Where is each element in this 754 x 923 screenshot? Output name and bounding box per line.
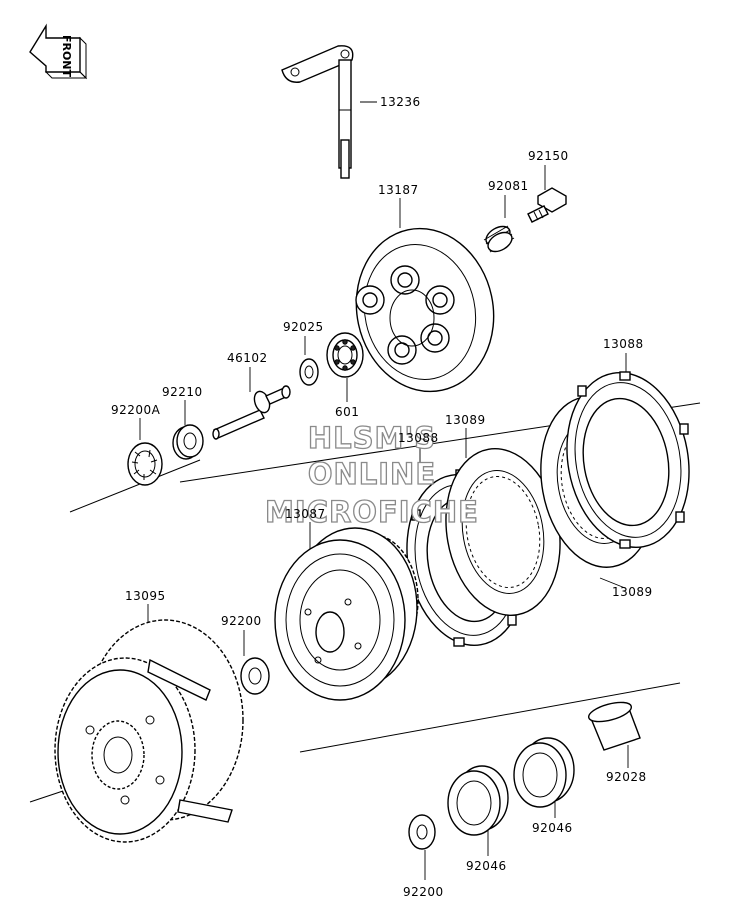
label-92046-upper: 92046 xyxy=(532,821,573,835)
part-13087-clutch-hub xyxy=(274,527,419,701)
part-92046-needle-bearing-upper xyxy=(513,737,575,808)
label-13087: 13087 xyxy=(285,507,326,521)
part-92081-spring xyxy=(483,225,515,253)
watermark-line-3: MICROFICHE xyxy=(265,495,479,529)
watermark: HLSM'S ONLINE MICROFICHE xyxy=(264,420,479,529)
label-92150: 92150 xyxy=(528,149,569,163)
part-92025-washer xyxy=(299,358,319,386)
part-92150-bolt xyxy=(527,187,567,223)
part-601-bearing xyxy=(326,332,364,378)
part-92200a-lock-washer xyxy=(127,442,163,486)
part-92046-needle-bearing-lower xyxy=(447,765,509,836)
label-13187: 13187 xyxy=(378,183,419,197)
part-13095-clutch-housing xyxy=(54,619,244,843)
label-92025: 92025 xyxy=(283,320,324,334)
label-46102: 46102 xyxy=(227,351,268,365)
label-13088-rear: 13088 xyxy=(603,337,644,351)
label-92028: 92028 xyxy=(606,770,647,784)
front-badge-text: FRONT xyxy=(60,35,73,78)
part-92028-collar xyxy=(587,701,641,751)
label-13089-rear: 13089 xyxy=(612,585,653,599)
label-92081: 92081 xyxy=(488,179,529,193)
watermark-line-1: HLSM'S xyxy=(308,421,436,455)
label-92210: 92210 xyxy=(162,385,203,399)
part-46102-push-rod xyxy=(212,385,291,440)
part-92200-washer-bottom xyxy=(408,814,436,850)
label-92200-bottom: 92200 xyxy=(403,885,444,899)
label-92046-lower: 92046 xyxy=(466,859,507,873)
label-13088-front: 13088 xyxy=(398,431,439,445)
part-13187-pressure-plate xyxy=(355,227,495,393)
part-92210-nut xyxy=(172,424,204,460)
watermark-line-2: ONLINE xyxy=(308,457,436,491)
part-labels: 13236 92150 13187 92081 92025 46102 9221… xyxy=(111,95,653,899)
label-601: 601 xyxy=(335,405,359,419)
part-92200-washer-mid xyxy=(240,657,270,695)
label-13089-front: 13089 xyxy=(445,413,486,427)
front-arrow-badge: FRONT xyxy=(29,23,88,80)
label-92200a: 92200A xyxy=(111,403,161,417)
part-13236-release-shaft xyxy=(281,45,354,179)
label-13236: 13236 xyxy=(380,95,421,109)
label-13095: 13095 xyxy=(125,589,166,603)
part-13088-friction-plate-rear xyxy=(566,371,690,549)
label-92200-mid: 92200 xyxy=(221,614,262,628)
